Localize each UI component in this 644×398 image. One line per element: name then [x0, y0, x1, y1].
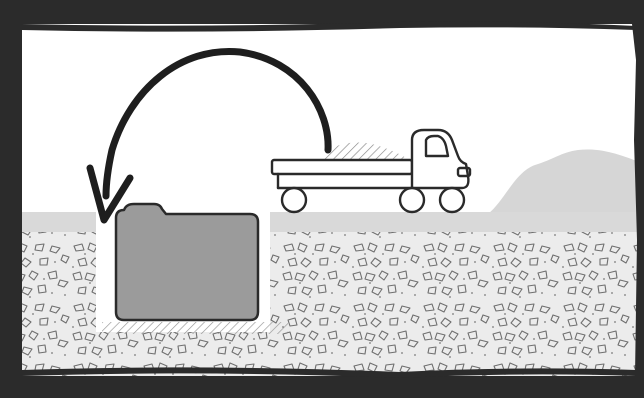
folder-shadow: [102, 322, 288, 334]
folder-icon: [116, 204, 258, 320]
